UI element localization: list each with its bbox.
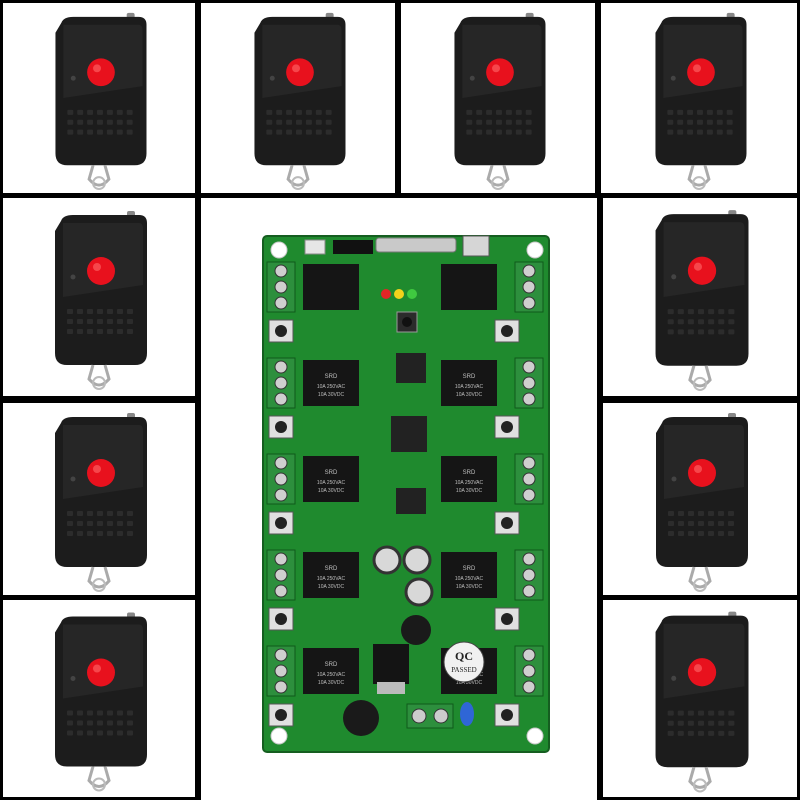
remote-control-image bbox=[3, 3, 195, 193]
red-button-icon bbox=[687, 256, 717, 285]
relay-model-text: SRD bbox=[325, 470, 338, 476]
red-button-icon bbox=[87, 658, 115, 687]
remote-control-image bbox=[603, 600, 797, 797]
relay bbox=[441, 456, 497, 502]
red-button-icon bbox=[87, 58, 115, 87]
relay-model-text: SRD bbox=[325, 566, 338, 572]
relay-rating-text: 10A 250VAC bbox=[317, 576, 346, 582]
red-button-icon bbox=[687, 658, 717, 687]
relay-rating-text: 10A 30VDC bbox=[456, 392, 483, 398]
relay-rating-text: 10A 250VAC bbox=[317, 672, 346, 678]
relay bbox=[303, 360, 359, 406]
remote-control-image bbox=[3, 600, 195, 797]
remote-control-image bbox=[601, 3, 797, 193]
relay-model-text: SRD bbox=[325, 374, 338, 380]
relay-model-text: SRD bbox=[325, 662, 338, 668]
relay bbox=[303, 552, 359, 598]
relay-rating-text: 10A 30VDC bbox=[456, 584, 483, 590]
relay-model-text: SRD bbox=[463, 566, 476, 572]
red-button-icon bbox=[87, 459, 115, 487]
relay-rating-text: 10A 30VDC bbox=[318, 584, 345, 590]
receiver-board-image: SRD 10A 250VAC 10A 30VDC SRD 10A 250VAC 10A 3… bbox=[201, 198, 597, 800]
remote-control-image bbox=[3, 198, 195, 396]
remote-control-image bbox=[3, 403, 195, 595]
relay-rating-text: 10A 250VAC bbox=[317, 384, 346, 390]
red-button-icon bbox=[286, 58, 314, 87]
qc-text: QC bbox=[455, 649, 473, 663]
relay-model-text: SRD bbox=[463, 374, 476, 380]
relay bbox=[303, 648, 359, 694]
relay-rating-text: 10A 250VAC bbox=[455, 480, 484, 486]
remote-control-image bbox=[401, 3, 595, 193]
relay-rating-text: 10A 30VDC bbox=[456, 488, 483, 494]
relay bbox=[441, 552, 497, 598]
relay-rating-text: 10A 30VDC bbox=[318, 680, 345, 686]
relay bbox=[441, 360, 497, 406]
relay-rating-text: 10A 250VAC bbox=[455, 384, 484, 390]
relay bbox=[303, 264, 359, 310]
red-button-icon bbox=[687, 58, 715, 87]
relay-rating-text: 10A 250VAC bbox=[317, 480, 346, 486]
relay-model-text: SRD bbox=[463, 470, 476, 476]
relay bbox=[441, 264, 497, 310]
relay-rating-text: 10A 250VAC bbox=[455, 576, 484, 582]
relay-rating-text: 10A 30VDC bbox=[456, 680, 483, 686]
qc-passed-text: PASSED bbox=[451, 666, 476, 674]
red-button-icon bbox=[688, 459, 716, 487]
receiver-board-panel: SRD 10A 250VAC 10A 30VDC SRD 10A 250VAC 10A 3… bbox=[201, 198, 597, 800]
remote-control-image bbox=[603, 403, 797, 595]
relay-rating-text: 10A 30VDC bbox=[318, 488, 345, 494]
remote-control-image bbox=[201, 3, 395, 193]
remote-control-image bbox=[603, 198, 797, 396]
relay bbox=[303, 456, 359, 502]
relay-rating-text: 10A 30VDC bbox=[318, 392, 345, 398]
red-button-icon bbox=[486, 58, 514, 87]
red-button-icon bbox=[87, 257, 115, 285]
